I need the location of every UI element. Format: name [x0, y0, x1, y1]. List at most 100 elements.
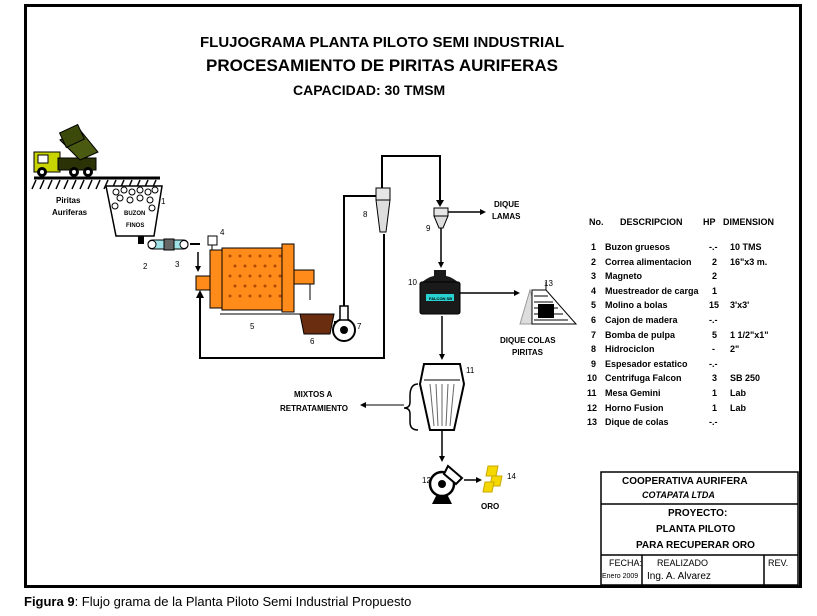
label-retratamiento: RETRATAMIENTO — [280, 404, 348, 413]
table-cell-desc: Molino a bolas — [605, 300, 668, 310]
project-name: PLANTA PILOTO — [656, 524, 736, 535]
equip-number: 7 — [357, 322, 362, 331]
pulp-pump-icon — [332, 305, 356, 342]
tailings-dam — [519, 282, 578, 325]
feed-arrow — [436, 200, 444, 207]
table-cell-no: 7 — [591, 330, 597, 340]
table-cell-hp: 5 — [712, 330, 718, 340]
table-header-no: No. — [589, 217, 604, 227]
label-mixtos: MIXTOS A — [294, 390, 333, 399]
table-cell-hp: -.- — [709, 242, 718, 252]
project-label: PROYECTO: — [668, 508, 728, 519]
table-cell-hp: 2 — [712, 271, 718, 281]
equip-number: 10 — [408, 278, 417, 287]
label-piritas-colas: PIRITAS — [512, 348, 543, 357]
table-cell-hp: - — [712, 344, 715, 354]
equip-number: 3 — [175, 260, 180, 269]
table-cell-hp: -.- — [709, 359, 718, 369]
table-cell-desc: Cajon de madera — [605, 315, 678, 325]
table-header-desc: DESCRIPCION — [620, 217, 683, 227]
equip-number: 13 — [544, 279, 553, 288]
table-cell-desc: Dique de colas — [605, 417, 669, 427]
table-cell-no: 1 — [591, 242, 597, 252]
table-cell-desc: Espesador estatico — [605, 359, 688, 369]
table-cell-desc: Bomba de pulpa — [605, 330, 676, 340]
title-line-3: CAPACIDAD: 30 TMSM — [293, 82, 446, 98]
rev-label: REV. — [768, 558, 789, 568]
label-auriferas: Auriferas — [52, 208, 88, 217]
table-cell-dim: 16"x3 m. — [730, 257, 768, 267]
table-cell-desc: Correa alimentacion — [605, 257, 692, 267]
fusion-furnace-icon — [428, 464, 482, 504]
table-cell-hp: 3 — [712, 373, 718, 383]
table-cell-no: 2 — [591, 257, 597, 267]
table-cell-dim: Lab — [730, 388, 747, 398]
equip-number: 5 — [250, 322, 255, 331]
table-cell-no: 11 — [587, 388, 597, 398]
equip-number: 11 — [466, 366, 475, 375]
label-piritas: Piritas — [56, 196, 81, 205]
fecha-label: FECHA: — [609, 558, 643, 568]
label-dique-colas: DIQUE COLAS — [500, 336, 556, 345]
table-cell-desc: Buzon gruesos — [605, 242, 671, 252]
title-line-2: PROCESAMIENTO DE PIRITAS AURIFERAS — [206, 56, 558, 75]
falcon-tag: FALCON SB — [429, 296, 453, 301]
table-cell-dim: 3'x3' — [730, 300, 750, 310]
figure-caption: Figura 9: Flujo grama de la Planta Pilot… — [24, 594, 411, 609]
table-cell-dim: Lab — [730, 403, 747, 413]
conveyor-belt — [147, 238, 200, 251]
table-cell-hp: 2 — [712, 257, 718, 267]
title-line-1: FLUJOGRAMA PLANTA PILOTO SEMI INDUSTRIAL — [200, 34, 565, 51]
realizado-value: Ing. A. Alvarez — [647, 571, 711, 582]
caption-label: Figura 9 — [24, 594, 75, 609]
equip-number: 6 — [310, 337, 315, 346]
fecha-value: Enero 2009 — [602, 573, 639, 580]
static-thickener — [433, 207, 486, 268]
equip-number: 14 — [507, 472, 516, 481]
title-block-frame — [600, 471, 799, 586]
table-cell-desc: Horno Fusion — [605, 403, 664, 413]
table-cell-desc: Hidrociclon — [605, 344, 655, 354]
buzon-hopper — [105, 185, 163, 244]
table-cell-desc: Centrifuga Falcon — [605, 373, 682, 383]
table-cell-no: 9 — [591, 359, 597, 369]
table-cell-no: 8 — [591, 344, 597, 354]
table-cell-hp: 1 — [712, 388, 718, 398]
table-cell-no: 3 — [591, 271, 597, 281]
label-finos: FINOS — [126, 223, 145, 229]
drawing-frame — [24, 4, 802, 588]
equip-number: 9 — [426, 224, 431, 233]
org-name: COOPERATIVA AURIFERA — [622, 476, 748, 487]
table-cell-no: 5 — [591, 300, 597, 310]
label-lamas: LAMAS — [492, 212, 521, 221]
label-buzon: BUZON — [124, 211, 146, 217]
table-cell-hp: 1 — [712, 286, 718, 296]
table-cell-desc: Muestreador de carga — [605, 286, 699, 296]
equip-number: 8 — [363, 210, 368, 219]
ground-hatch — [31, 176, 160, 190]
gemini-table — [360, 363, 466, 462]
table-header-dim: DIMENSION — [723, 217, 775, 227]
caption-text: : Flujo grama de la Planta Piloto Semi I… — [74, 594, 412, 609]
table-cell-hp: 1 — [712, 403, 718, 413]
gold-bars-icon — [482, 465, 503, 493]
falcon-concentrator — [419, 270, 520, 360]
table-cell-hp: -.- — [709, 417, 718, 427]
org-subname: COTAPATA LTDA — [642, 490, 715, 500]
table-cell-no: 10 — [587, 373, 598, 383]
label-oro: ORO — [481, 502, 500, 511]
table-cell-dim: SB 250 — [730, 373, 761, 383]
table-cell-desc: Mesa Gemini — [605, 388, 661, 398]
table-cell-no: 4 — [591, 286, 597, 296]
table-cell-hp: 15 — [709, 300, 720, 310]
process-piping — [199, 155, 441, 359]
table-cell-dim: 1 1/2"x1" — [730, 330, 769, 340]
equip-number: 1 — [161, 197, 166, 206]
table-cell-no: 12 — [587, 403, 598, 413]
table-cell-hp: -.- — [709, 315, 718, 325]
dump-truck-icon — [33, 123, 99, 177]
table-cell-desc: Magneto — [605, 271, 642, 281]
table-header-hp: HP — [703, 217, 716, 227]
hydrocyclone — [375, 187, 391, 233]
equip-number: 4 — [220, 228, 225, 237]
